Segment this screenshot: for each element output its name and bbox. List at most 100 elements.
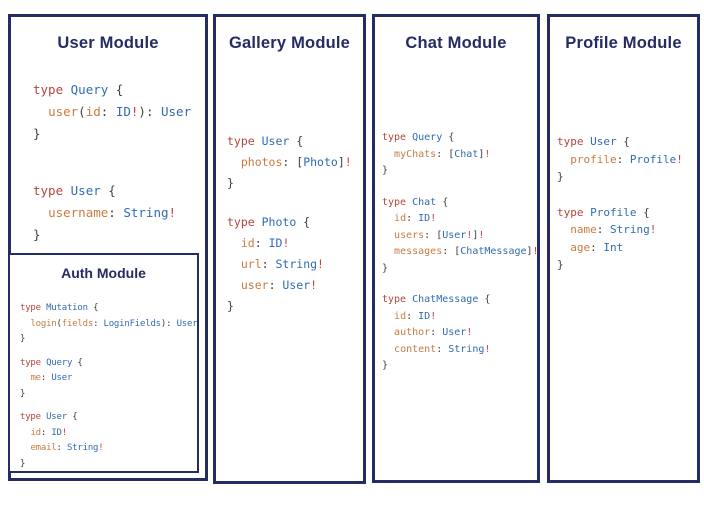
code-punctuation: { [623, 135, 630, 148]
code-punctuation: : [254, 236, 269, 250]
code-keyword: type [557, 135, 591, 148]
code-punctuation [382, 230, 394, 241]
code-bang: ! [466, 327, 473, 338]
code-punctuation [20, 319, 30, 329]
user-module-title: User Module [57, 34, 159, 52]
code-punctuation: } [33, 227, 41, 242]
code-punctuation: } [227, 299, 234, 313]
code-bang: ! [61, 427, 67, 438]
gallery-module-title: Gallery Module [228, 34, 351, 52]
code-punctuation: : [ [436, 148, 455, 160]
code-field: age [570, 240, 591, 254]
panel-gallery-module: Gallery Module type User { photos: [Phot… [213, 14, 366, 484]
code-line: url: String! [227, 254, 352, 275]
code-punctuation: ): [160, 318, 177, 329]
code-line: login(fields: LoginFields): User [20, 317, 197, 333]
code-line: } [33, 123, 191, 145]
code-keyword: type [382, 196, 413, 208]
code-typename: Query [70, 82, 116, 97]
code-punctuation: : [590, 240, 604, 254]
code-punctuation: { [72, 412, 78, 422]
code-punctuation: : [261, 257, 276, 271]
profile-module-title: Profile Module [565, 34, 682, 52]
code-typename: Chat [454, 148, 479, 160]
code-field: profile [570, 152, 617, 166]
code-punctuation: { [296, 134, 304, 148]
code-keyword: type [33, 82, 71, 97]
code-punctuation: } [557, 170, 564, 183]
code-line: id: ID! [227, 233, 352, 254]
code-keyword: type [20, 303, 47, 313]
code-typename: User [590, 135, 624, 148]
code-block: type User { username: String!} [33, 180, 191, 246]
code-keyword: type [557, 205, 591, 219]
code-line: } [382, 358, 539, 375]
code-typename: ID [418, 310, 431, 322]
code-block: type Photo { id: ID! url: String! user: … [227, 212, 352, 317]
code-line: username: String! [33, 202, 191, 224]
code-block: type User { id: ID! email: String!} [20, 410, 197, 471]
code-line: user: User! [227, 275, 352, 296]
code-punctuation [382, 344, 394, 355]
code-punctuation: : [40, 373, 52, 383]
code-typename: ID [418, 213, 431, 224]
code-punctuation [557, 223, 570, 236]
code-field: me [30, 373, 41, 383]
code-field: username [48, 205, 109, 220]
code-keyword: type [227, 215, 262, 229]
code-line: type Query { [382, 130, 539, 147]
code-bang: ! [317, 257, 324, 271]
code-typename: User [51, 373, 73, 383]
code-line: type Profile { [557, 204, 683, 222]
code-field: users [394, 229, 425, 241]
code-bang: ! [532, 246, 539, 257]
code-line: type Mutation { [20, 301, 197, 317]
code-line: me: User [20, 371, 197, 387]
code-keyword: type [33, 183, 71, 198]
code-punctuation: { [448, 132, 455, 143]
code-punctuation [20, 373, 30, 383]
code-punctuation: { [93, 303, 99, 313]
code-punctuation: { [115, 82, 124, 97]
code-punctuation: ( [78, 104, 86, 119]
code-punctuation: ] [472, 229, 479, 241]
code-typename: ChatMessage [460, 246, 527, 257]
code-block: type User { photos: [Photo]!} [227, 131, 352, 194]
code-line: } [382, 261, 539, 278]
code-line: type Photo { [227, 212, 352, 233]
code-line: type Query { [33, 79, 191, 101]
code-punctuation [227, 155, 241, 169]
panel-chat-module: Chat Module type Query { myChats: [Chat]… [372, 14, 540, 483]
code-typename: Profile [629, 152, 677, 166]
code-punctuation: } [382, 262, 389, 274]
auth-module-title: Auth Module [61, 265, 146, 281]
code-punctuation: : [430, 327, 443, 338]
code-punctuation: } [20, 458, 26, 469]
code-punctuation: { [108, 183, 116, 198]
code-bang: ! [484, 343, 491, 355]
code-keyword: type [382, 294, 413, 305]
code-field: user [240, 278, 269, 292]
code-field: author [394, 327, 431, 338]
code-typename: User [261, 134, 297, 148]
code-line: type ChatMessage { [382, 292, 539, 309]
code-bang: ! [478, 229, 485, 241]
code-line: type User { [20, 410, 197, 426]
code-punctuation: ): [138, 104, 161, 119]
user-module-code: type Query { user(id: ID!): User}type Us… [33, 79, 191, 246]
code-typename: User [161, 104, 192, 119]
code-field: photos [240, 155, 283, 169]
code-punctuation [20, 428, 30, 438]
code-punctuation [227, 257, 241, 271]
code-field: id [85, 104, 101, 119]
code-line: } [20, 387, 197, 403]
code-punctuation [382, 327, 394, 338]
code-typename: Photo [303, 155, 338, 169]
code-typename: String [448, 343, 485, 355]
code-block: type Chat { id: ID! users: [User!]! mess… [382, 195, 539, 278]
code-punctuation: : [616, 152, 630, 166]
code-line: } [227, 296, 352, 317]
code-line: age: Int [557, 239, 683, 257]
panel-user-module: User Module type Query { user(id: ID!): … [8, 14, 208, 481]
code-line: author: User! [382, 325, 539, 342]
